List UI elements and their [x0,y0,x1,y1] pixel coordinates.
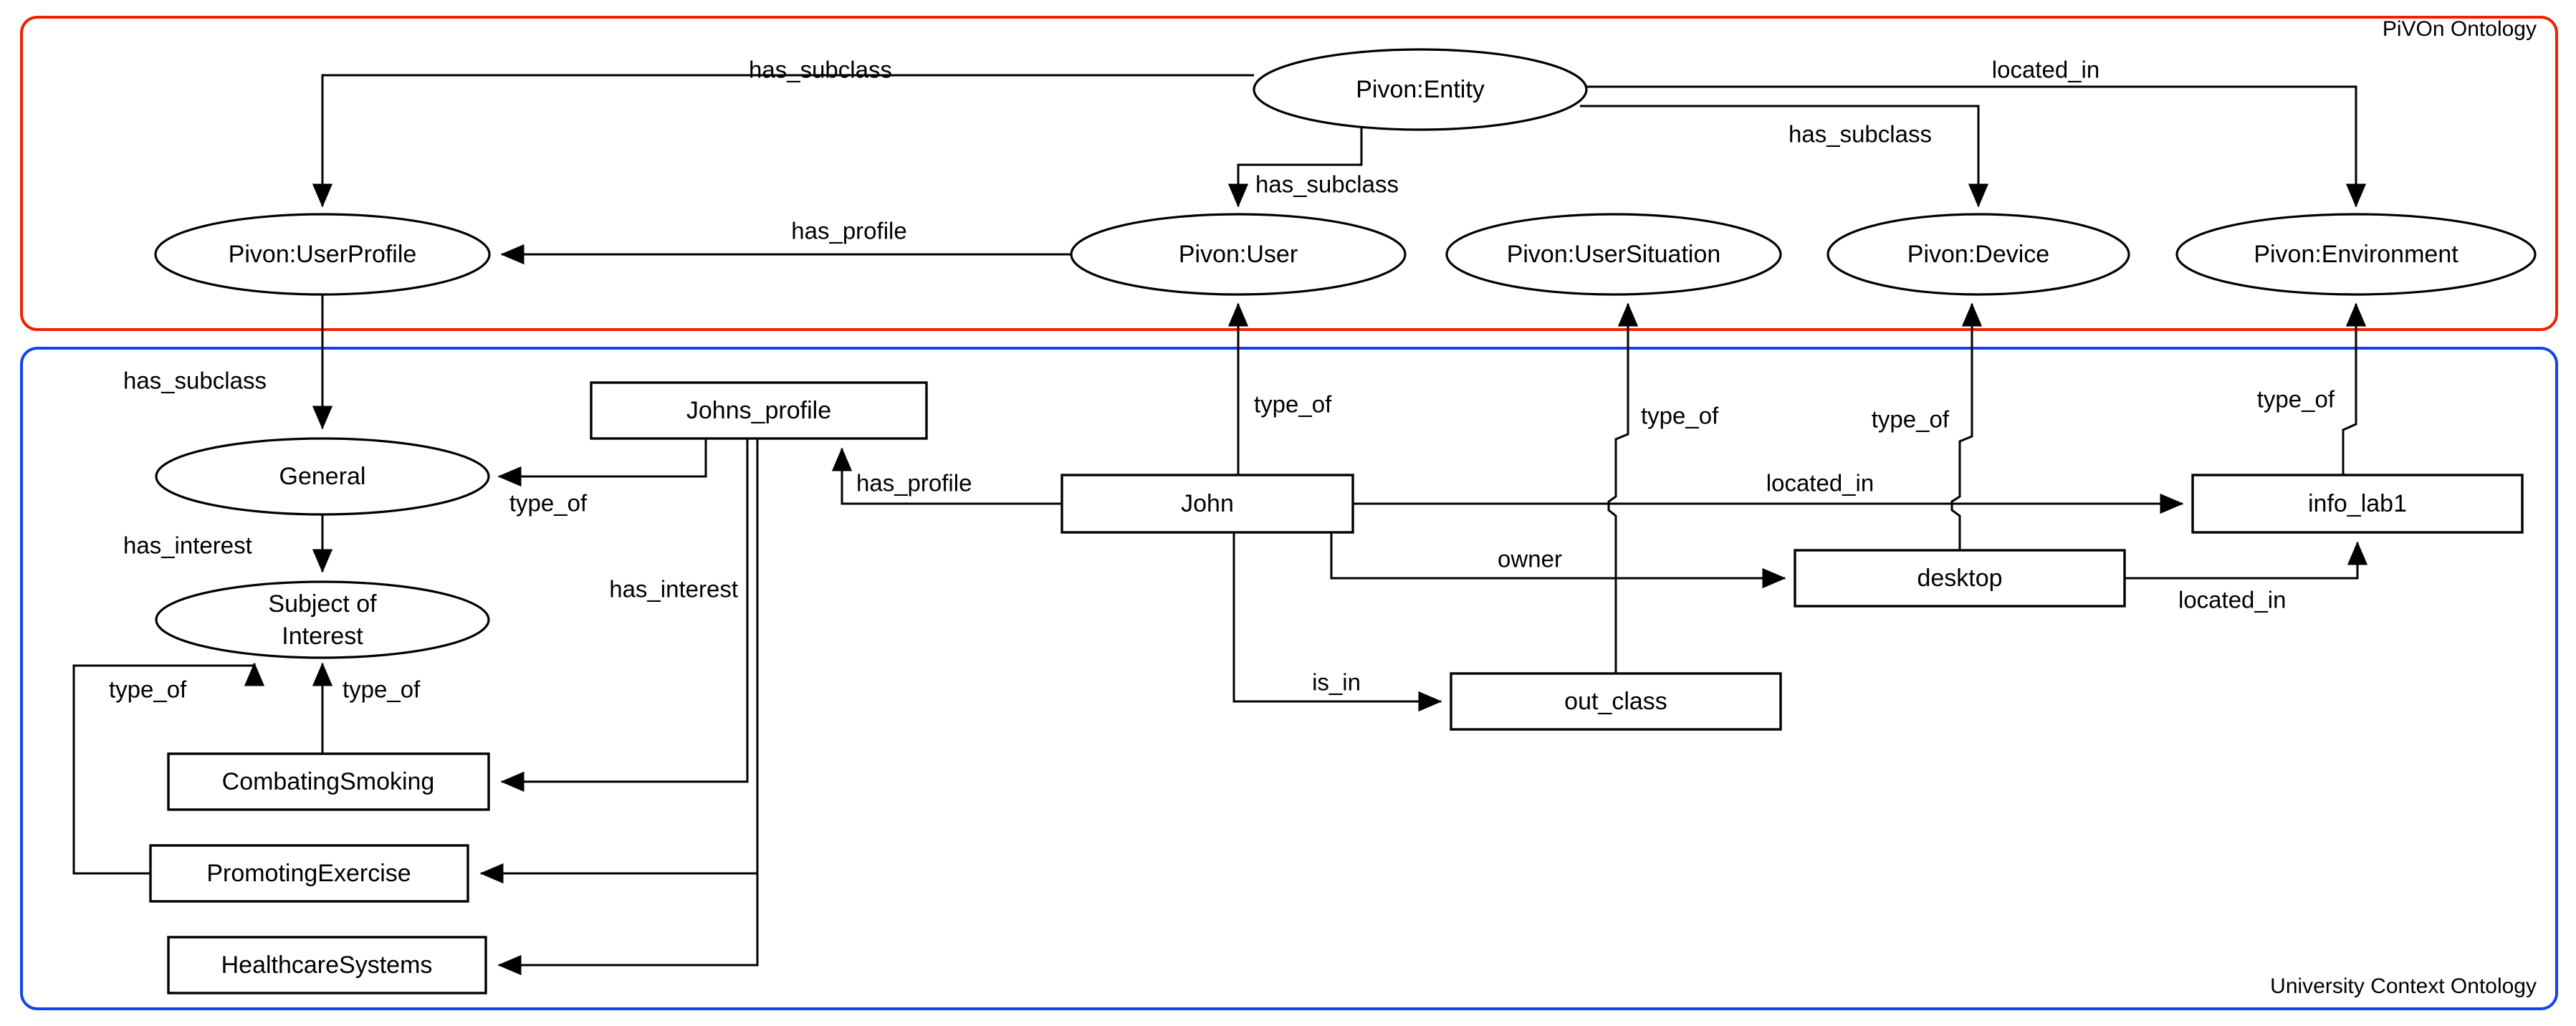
edge-userprofile-has-subclass-general: has_subclass [123,294,333,430]
pivon-environment-label: Pivon:Environment [2254,241,2458,268]
container-university-context-ontology: University Context Ontology [20,347,2558,1010]
edge-infolab1-type-of-pivonenvironment: type_of [2257,302,2367,475]
pivon-userprofile-label: Pivon:UserProfile [229,241,417,268]
node-healthcare-systems[interactable]: HealthcareSystems [167,936,487,994]
pivon-ontology-border [20,16,2558,331]
edge-johnsprofile-type-of-general: type_of [497,438,707,517]
edge-entity-has-subclass-device: has_subclass [1580,105,1989,208]
edge-entity-has-subclass-userprofile: has_subclass [312,57,1254,208]
edge-desktop-located-in-infolab1: located_in [2125,541,2368,613]
node-pivon-entity[interactable]: Pivon:Entity [1253,48,1588,131]
edge-user-has-profile-userprofile: has_profile [500,218,1071,265]
edge-john-is-in-outclass: is_in [1232,532,1442,712]
pivon-entity-label: Pivon:Entity [1356,76,1485,103]
edge-combatingsmoking-type-of-subject: type_of [312,662,421,754]
info-lab1-label: info_lab1 [2308,490,2407,517]
pivon-user-ellipse[interactable] [1070,213,1407,296]
edge-label-type-of-general: type_of [509,490,588,517]
general-ellipse[interactable] [155,437,490,516]
pivon-environment-ellipse[interactable] [2175,213,2537,296]
subject-of-interest-label-line2: Interest [282,623,363,650]
edge-label-type-of-pivonusersituation: type_of [1641,403,1719,429]
university-context-ontology-border [20,347,2558,1010]
desktop-rect[interactable] [1794,549,2126,608]
promoting-exercise-rect[interactable] [149,844,469,903]
edge-label-has-subclass-general: has_subclass [123,368,267,394]
info-lab1-rect[interactable] [2191,474,2524,534]
node-subject-of-interest[interactable]: Subject of Interest [155,580,490,659]
edge-general-has-interest-subject: has_interest [123,514,333,573]
university-context-ontology-label: University Context Ontology [2270,974,2537,998]
edge-label-has-profile-johnsprofile: has_profile [856,470,972,497]
edge-john-located-in-infolab1: located_in [1353,470,2184,514]
pivon-usersituation-label: Pivon:UserSituation [1507,241,1721,268]
node-pivon-usersituation[interactable]: Pivon:UserSituation [1445,213,1782,296]
subject-of-interest-ellipse[interactable] [155,580,490,659]
pivon-device-ellipse[interactable] [1826,213,2130,296]
node-pivon-device[interactable]: Pivon:Device [1826,213,2130,296]
edge-label-located-in-infolab1: located_in [1766,470,1874,497]
node-john[interactable]: John [1060,474,1354,534]
edge-label-located-in-infolab1-from-desktop: located_in [2178,587,2286,613]
pivon-user-label: Pivon:User [1179,241,1298,268]
subject-of-interest-label-line1: Subject of [268,590,377,618]
john-label: John [1181,490,1234,517]
john-rect[interactable] [1060,474,1354,534]
pivon-ontology-label: PiVOn Ontology [2383,17,2537,41]
edge-label-has-subclass-device: has_subclass [1789,121,1932,148]
johns-profile-label: Johns_profile [686,397,831,424]
edge-promotingexercise-type-of-subject: type_of [72,662,265,875]
node-desktop[interactable]: desktop [1794,549,2126,608]
pivon-userprofile-ellipse[interactable] [154,213,491,296]
edge-label-type-of-pivonuser: type_of [1254,391,1332,418]
edge-label-located-in-environment: located_in [1992,57,2099,83]
promoting-exercise-label: PromotingExercise [206,860,411,887]
healthcare-systems-rect[interactable] [167,936,487,994]
edge-john-owner-desktop: owner [1330,532,1786,589]
edge-johnsprofile-has-interest-combatingsmoking: has_interest [500,438,749,792]
edge-john-has-profile-johnsprofile: has_profile [831,447,1062,505]
combating-smoking-rect[interactable] [167,752,490,811]
pivon-entity-ellipse[interactable] [1253,48,1588,131]
node-combating-smoking[interactable]: CombatingSmoking [167,752,490,811]
out-class-label: out_class [1564,688,1667,715]
edge-label-has-interest-subject: has_interest [123,532,252,559]
edge-label-has-profile-userprofile: has_profile [791,218,906,244]
desktop-label: desktop [1917,565,2002,592]
node-out-class[interactable]: out_class [1450,672,1782,731]
node-info-lab1[interactable]: info_lab1 [2191,474,2524,534]
node-promoting-exercise[interactable]: PromotingExercise [149,844,469,903]
edge-label-has-interest-combatingsmoking: has_interest [609,576,738,603]
node-johns-profile[interactable]: Johns_profile [590,381,928,440]
pivon-device-label: Pivon:Device [1907,241,2049,268]
edge-label-type-of-pivonenvironment: type_of [2257,386,2335,413]
edge-outclass-type-of-pivonusersituation: type_of [1607,302,1719,673]
edge-desktop-type-of-pivondevice: type_of [1872,302,1983,550]
edge-entity-has-subclass-user: has_subclass [1227,128,1399,208]
edge-label-is-in-outclass: is_in [1312,669,1361,696]
pivon-usersituation-ellipse[interactable] [1445,213,1782,296]
node-pivon-environment[interactable]: Pivon:Environment [2175,213,2537,296]
general-label: General [279,463,366,490]
edge-johnsprofile-has-interest-healthcaresystems [497,438,759,976]
edge-label-type-of-subject-right: type_of [343,676,421,703]
edge-label-has-subclass-userprofile: has_subclass [749,57,892,83]
container-pivon-ontology: PiVOn Ontology [20,16,2558,331]
node-general[interactable]: General [155,437,490,516]
edge-john-type-of-pivonuser: type_of [1227,302,1332,475]
combating-smoking-label: CombatingSmoking [222,768,435,795]
edge-label-type-of-pivondevice: type_of [1872,406,1950,433]
edge-label-owner-desktop: owner [1498,546,1562,572]
johns-profile-rect[interactable] [590,381,928,440]
healthcare-systems-label: HealthcareSystems [221,951,433,979]
edge-entity-located-in-environment: located_in [1586,57,2367,208]
node-pivon-user[interactable]: Pivon:User [1070,213,1407,296]
edge-label-type-of-subject-left: type_of [109,676,187,703]
edge-label-has-subclass-user: has_subclass [1255,171,1399,198]
node-pivon-userprofile[interactable]: Pivon:UserProfile [154,213,491,296]
out-class-rect[interactable] [1450,672,1782,731]
